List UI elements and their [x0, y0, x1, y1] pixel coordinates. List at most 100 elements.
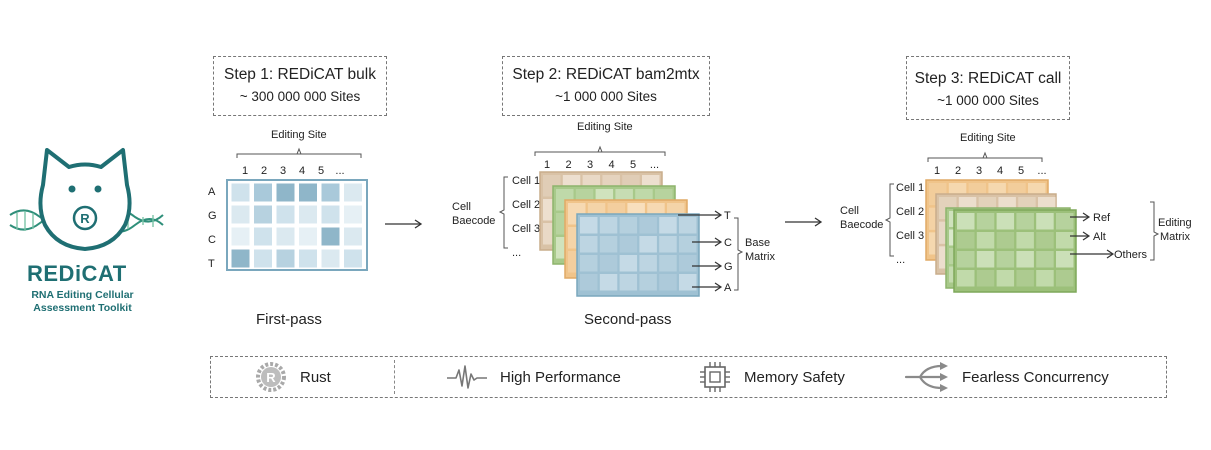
- second-pass-label: Second-pass: [584, 311, 672, 328]
- first-row-label: C: [208, 234, 216, 246]
- second-cell: [679, 217, 697, 234]
- output-arrow-head: [1082, 212, 1091, 222]
- third-col-label: 3: [976, 165, 982, 177]
- editing-matrix-label-2: Matrix: [1160, 231, 1190, 243]
- third-cell: [1036, 270, 1054, 287]
- first-cell: [320, 226, 341, 247]
- third-cell-label: ...: [896, 254, 905, 266]
- second-cell-label-2: Baecode: [452, 215, 495, 227]
- first-cell: [298, 226, 318, 247]
- cat-logo-icon: R: [9, 148, 164, 251]
- third-cell: [1056, 251, 1074, 268]
- third-cell: [976, 232, 995, 249]
- base-matrix-label-2: Matrix: [745, 251, 775, 263]
- second-cell-label: Cell 1: [512, 175, 540, 187]
- step2-box: Step 2: REDiCAT bam2mtx ~1 000 000 Sites: [502, 56, 710, 116]
- third-cell: [957, 251, 975, 268]
- second-cell: [619, 236, 638, 253]
- third-cell: [1056, 232, 1074, 249]
- output-arrow-head: [1082, 231, 1091, 241]
- feature-divider: [394, 360, 395, 394]
- third-cell: [996, 213, 1015, 230]
- third-cell: [996, 251, 1015, 268]
- first-cell: [320, 204, 341, 225]
- second-cell-label: Cell 2: [512, 199, 540, 211]
- logo-subtitle-line1: RNA Editing Cellular: [31, 289, 134, 301]
- second-cell: [599, 255, 618, 272]
- step3-box: Step 3: REDiCAT call ~1 000 000 Sites: [906, 56, 1070, 120]
- second-cell: [639, 274, 657, 291]
- second-cell: [639, 217, 657, 234]
- base-label: C: [724, 237, 732, 249]
- second-cell: [599, 217, 618, 234]
- first-col-label: 1: [242, 165, 248, 177]
- second-cell: [619, 274, 638, 291]
- third-col-label: 1: [934, 165, 940, 177]
- second-col-label: 1: [544, 159, 550, 171]
- third-cell: [1056, 270, 1074, 287]
- second-cell: [679, 274, 697, 291]
- third-cell: [1036, 251, 1054, 268]
- third-col-label: ...: [1037, 165, 1046, 177]
- concurrency-icon: [904, 361, 950, 393]
- third-cell: [996, 270, 1015, 287]
- second-cell-label-1: Cell: [452, 201, 471, 213]
- rust-icon: R: [254, 360, 288, 394]
- output-label: Others: [1114, 249, 1148, 261]
- third-cell: [957, 232, 975, 249]
- second-cell: [599, 236, 618, 253]
- first-cell: [275, 226, 296, 247]
- output-arrow-head: [1106, 249, 1115, 259]
- second-cell: [599, 274, 618, 291]
- output-label: Ref: [1093, 212, 1111, 224]
- step1-box: Step 1: REDiCAT bulk ~ 300 000 000 Sites: [213, 56, 387, 116]
- logo-subtitle-line2: Assessment Toolkit: [33, 302, 132, 314]
- third-cell-label: Cell 2: [896, 206, 924, 218]
- third-cell: [1016, 270, 1034, 287]
- third-cell: [976, 213, 995, 230]
- second-cell-label: ...: [512, 247, 521, 259]
- base-matrix-label-1: Base: [745, 237, 770, 249]
- step3-title: Step 3: REDiCAT call: [914, 70, 1062, 87]
- first-row-label: G: [208, 210, 217, 222]
- second-cell: [679, 236, 697, 253]
- second-cell: [580, 274, 598, 291]
- first-col-label: 5: [318, 165, 324, 177]
- second-cell: [659, 255, 677, 272]
- second-col-label: 2: [565, 159, 571, 171]
- third-cell-label-2: Baecode: [840, 219, 883, 231]
- first-col-label: 4: [299, 165, 305, 177]
- first-cell: [343, 204, 363, 225]
- third-cell: [957, 270, 975, 287]
- feature-performance-label: High Performance: [500, 368, 621, 386]
- feature-performance: High Performance: [446, 357, 621, 397]
- first-pass-header: Editing Site: [271, 129, 327, 141]
- third-cell: [1056, 213, 1074, 230]
- step1-title: Step 1: REDiCAT bulk: [224, 66, 376, 83]
- chip-icon: [698, 361, 732, 393]
- pulse-icon: [446, 362, 488, 392]
- first-cell: [275, 182, 296, 203]
- first-cell: [253, 182, 273, 203]
- third-cell: [976, 270, 995, 287]
- third-cell-label: Cell 1: [896, 182, 924, 194]
- feature-concurrency-label: Fearless Concurrency: [962, 368, 1109, 386]
- base-label: A: [724, 282, 732, 294]
- feature-concurrency: Fearless Concurrency: [904, 357, 1109, 397]
- step3-sites: ~1 000 000 Sites: [937, 93, 1039, 108]
- first-cell: [320, 248, 341, 269]
- first-cell: [320, 182, 341, 203]
- second-cell: [659, 217, 677, 234]
- second-cell: [659, 236, 677, 253]
- base-label: T: [724, 210, 731, 222]
- base-label: G: [724, 261, 733, 273]
- arrow-right-icon: [385, 219, 423, 229]
- first-cell: [253, 226, 273, 247]
- logo-title: REDiCAT: [27, 261, 127, 286]
- logo-badge: R: [80, 211, 90, 226]
- logo: R REDiCAT RNA Editing Cellular Assessmen…: [5, 145, 165, 320]
- base-arrow-head: [714, 261, 723, 271]
